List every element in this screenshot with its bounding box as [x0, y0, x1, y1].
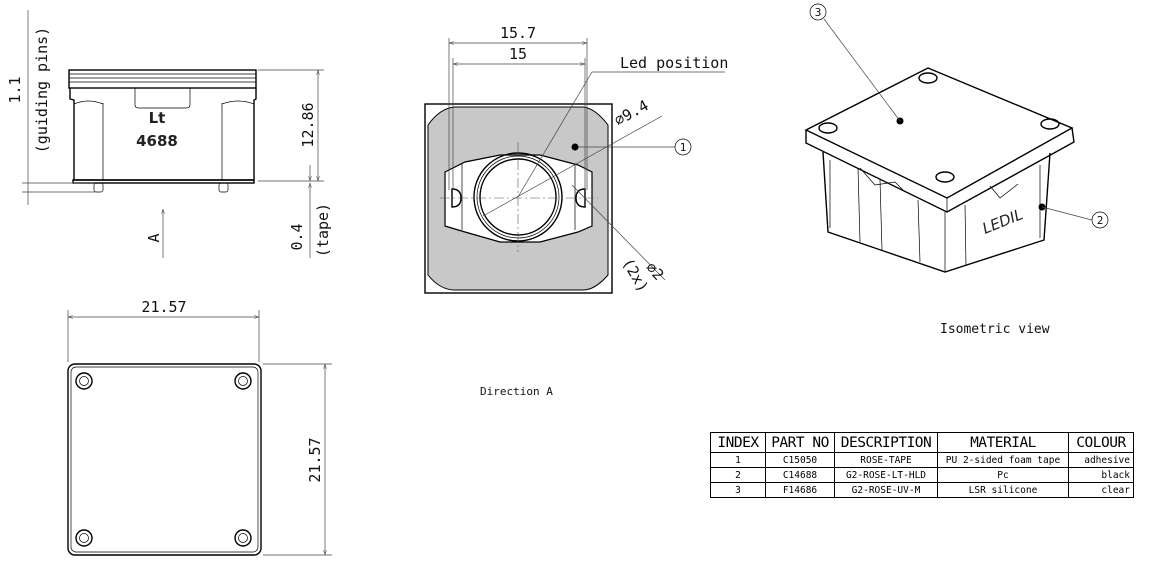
isometric-view: LEDIL 3 2 Isometric view: [804, 3, 1109, 337]
balloon-2: [1091, 211, 1109, 229]
dim-tape-note: (tape): [314, 203, 332, 257]
bottom-view: 21.57 21.57: [67, 298, 332, 556]
svg-text:2: 2: [1097, 214, 1104, 227]
isometric-caption: Isometric view: [940, 322, 1050, 337]
led-position-note: Led position: [620, 54, 728, 72]
header-description: DESCRIPTION: [834, 432, 938, 453]
balloon-3: [809, 3, 827, 21]
part-marking-line2: 4688: [136, 132, 178, 150]
brand-logo: LEDIL: [980, 205, 1026, 237]
balloon-1: [674, 138, 692, 156]
direction-a-view: 15.7 15 Led position ⌀9.4 1 ⌀2 (2x) Dire…: [424, 24, 728, 398]
direction-a-caption: Direction A: [480, 385, 553, 398]
dim-outer: 15.7: [500, 24, 536, 42]
dim-height: 12.86: [299, 102, 317, 147]
dim-pins-note: (guiding pins): [33, 27, 51, 153]
dim-lens: ⌀9.4: [611, 96, 651, 129]
svg-text:3: 3: [815, 6, 822, 19]
header-colour: COLOUR: [1068, 432, 1134, 453]
svg-text:1: 1: [680, 141, 687, 154]
dim-tape: 0.4: [288, 223, 306, 250]
dim-width: 21.57: [141, 298, 186, 316]
dim-height-bottom: 21.57: [306, 437, 324, 482]
direction-marker: A: [145, 233, 163, 242]
table-header: INDEX PART NO DESCRIPTION MATERIAL COLOU…: [710, 432, 1134, 453]
header-part-no: PART NO: [765, 432, 835, 453]
side-view: Lt 4688 1.1 (guiding pins) 12.86 0.4 (ta…: [6, 10, 332, 258]
header-material: MATERIAL: [937, 432, 1069, 453]
dim-pins: 1.1: [6, 76, 24, 103]
part-marking-line1: Lt: [149, 109, 166, 127]
mounting-holes: [75, 372, 252, 547]
dim-inner: 15: [509, 45, 527, 63]
header-index: INDEX: [710, 432, 766, 453]
parts-table: INDEX PART NO DESCRIPTION MATERIAL COLOU…: [710, 432, 1134, 498]
